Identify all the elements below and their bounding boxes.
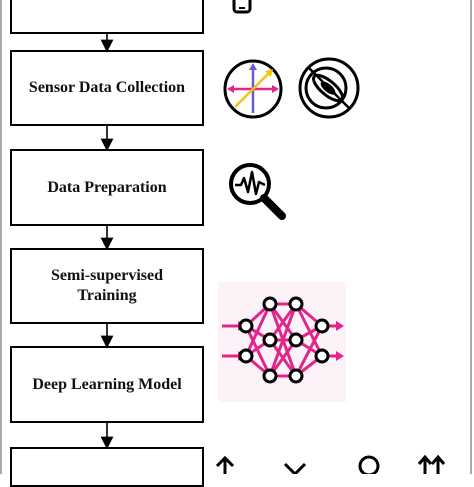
flow-step-deep-learning-model: Deep Learning Model bbox=[10, 346, 204, 423]
figure-frame bbox=[0, 0, 472, 474]
flow-step-label: Sensor Data Collection bbox=[28, 79, 186, 96]
flow-step-bottom bbox=[10, 447, 204, 487]
flow-step-semi-supervised-training: Semi-supervised Training bbox=[10, 248, 204, 324]
accelerometer-icon bbox=[223, 59, 283, 119]
person-icon bbox=[358, 455, 380, 474]
signal-magnifier-icon bbox=[229, 163, 286, 220]
up-arrow-icon bbox=[215, 456, 235, 474]
smartphone-icon bbox=[232, 0, 252, 14]
flow-step-label: Data Preparation bbox=[47, 178, 167, 196]
flow-step-sensor-data-collection: Sensor Data Collection bbox=[10, 50, 204, 126]
double-up-arrow-icon bbox=[417, 454, 446, 474]
cross-icon bbox=[283, 462, 307, 474]
flow-step-top bbox=[10, 0, 204, 34]
flow-step-label: Deep Learning Model bbox=[32, 375, 182, 393]
flow-step-label-line2: Training bbox=[77, 287, 137, 304]
neural-network-icon bbox=[218, 282, 346, 402]
flow-step-data-preparation: Data Preparation bbox=[10, 149, 204, 226]
gyroscope-icon bbox=[298, 57, 360, 119]
flow-step-label-line1: Semi-supervised bbox=[51, 267, 163, 284]
